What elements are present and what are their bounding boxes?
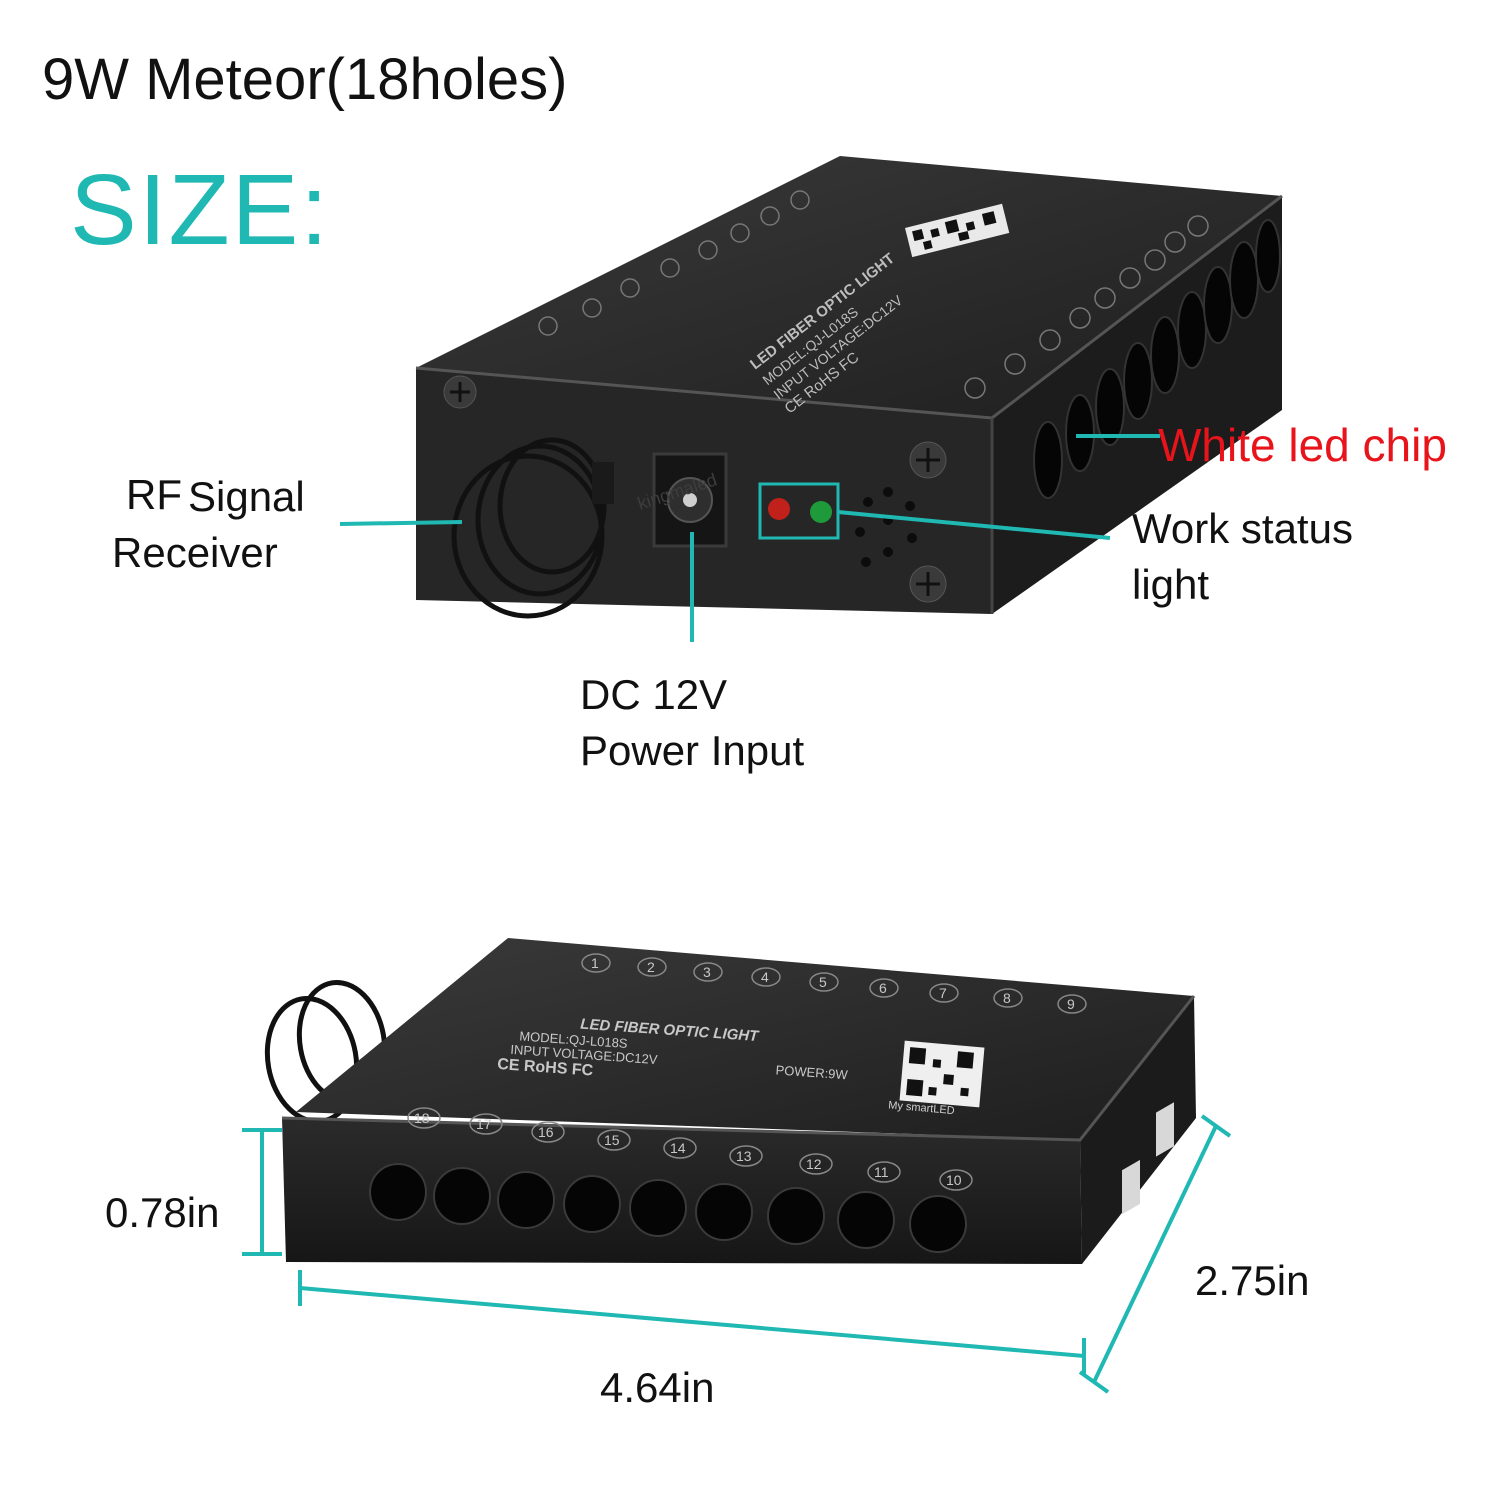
screw-icons <box>443 375 947 603</box>
top-number-row: 1 2 3 4 5 6 7 8 9 <box>581 953 1087 1014</box>
svg-text:14: 14 <box>670 1140 686 1156</box>
svg-text:11: 11 <box>874 1164 889 1180</box>
callout-power-input: Power Input <box>580 727 805 774</box>
callout-receiver-label: Receiver <box>112 529 278 576</box>
svg-text:6: 6 <box>879 980 887 996</box>
svg-text:13: 13 <box>736 1148 752 1164</box>
svg-text:CE RoHS FC: CE RoHS FC <box>497 1056 594 1080</box>
side-ports <box>1122 1102 1174 1215</box>
dc-jack <box>652 452 728 548</box>
device-top-surface <box>416 156 1282 418</box>
callout-white-led: White led chip <box>1158 419 1447 471</box>
front-number-row: 18 17 16 15 14 13 12 11 10 <box>407 1107 973 1191</box>
bottom-label-print: LED FIBER OPTIC LIGHT MODEL:QJ-L018S INP… <box>497 1016 849 1083</box>
callout-work-light: light <box>1132 561 1210 608</box>
fiber-holes-side <box>1033 219 1281 499</box>
svg-text:12: 12 <box>806 1156 822 1172</box>
callout-signal-label: Signal <box>188 473 305 520</box>
svg-text:16: 16 <box>538 1124 554 1140</box>
top-number-marks <box>538 190 1209 399</box>
svg-text:2: 2 <box>647 959 655 975</box>
dimension-width: 2.75in <box>1195 1257 1310 1304</box>
dimension-height: 0.78in <box>105 1189 220 1236</box>
status-leds <box>758 482 840 540</box>
qr-code-bottom: My smartLED <box>888 1040 985 1117</box>
svg-text:POWER:9W: POWER:9W <box>775 1062 849 1082</box>
size-heading: SIZE: <box>70 154 331 266</box>
callout-rf-label: RF <box>126 471 182 518</box>
dimension-lines <box>242 1114 1232 1394</box>
fiber-holes-front <box>369 1163 967 1253</box>
svg-text:15: 15 <box>604 1132 620 1148</box>
svg-text:5: 5 <box>819 974 827 990</box>
speaker-holes <box>855 487 917 567</box>
svg-text:18: 18 <box>414 1110 430 1126</box>
svg-text:10: 10 <box>946 1172 962 1188</box>
callout-dc-voltage: DC 12V <box>580 671 728 718</box>
svg-text:4: 4 <box>761 969 769 985</box>
svg-text:17: 17 <box>476 1116 492 1132</box>
antenna-base <box>592 462 614 504</box>
svg-text:3: 3 <box>703 964 711 980</box>
callout-work-status: Work status <box>1132 505 1353 552</box>
svg-text:1: 1 <box>591 955 599 971</box>
dimension-length: 4.64in <box>600 1364 715 1411</box>
svg-text:9: 9 <box>1067 996 1075 1012</box>
qr-code-top <box>905 203 1010 258</box>
callout-lines <box>339 434 1160 642</box>
antenna-coil <box>451 437 607 619</box>
bottom-device-side <box>1080 996 1196 1264</box>
svg-text:7: 7 <box>939 985 947 1001</box>
device-bottom-view: 1 2 3 4 5 6 7 8 9 18 17 16 15 14 13 <box>264 938 1196 1264</box>
device-top-view: LED FIBER OPTIC LIGHT MODEL:QJ-L018S INP… <box>415 156 1283 619</box>
svg-text:8: 8 <box>1003 990 1011 1006</box>
svg-text:My smartLED: My smartLED <box>888 1099 955 1117</box>
page-title: 9W Meteor(18holes) <box>42 47 568 112</box>
